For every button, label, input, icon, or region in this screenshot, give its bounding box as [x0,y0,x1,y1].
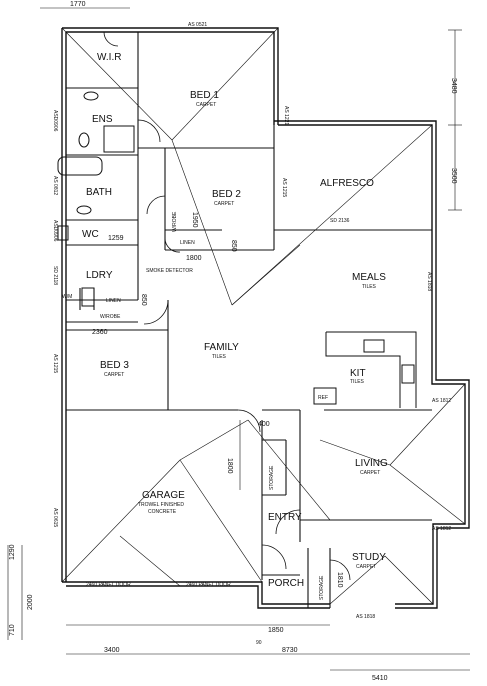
room-ens-label: ENS [92,114,113,125]
room-wir-label: W.I.R [97,52,121,63]
win-as1221: AS 1221 [283,106,289,125]
room-living-floor: CARPET [360,470,380,476]
room-bed3-label: BED 3 [100,360,129,371]
room-meals-floor: TILES [362,284,377,290]
room-bed2-floor: CARPET [214,201,234,207]
room-garage-label: GARAGE [142,490,185,501]
win-as1818: AS 1818 [426,272,432,291]
ref-label: REF [318,395,328,401]
win-as1215a: AS 1215 [281,178,287,197]
room-wm-label: W/M [62,294,72,300]
room-porch-label: PORCH [268,578,304,589]
dim-right-3480: 3480 [450,78,457,94]
dim-top-1770: 1770 [70,1,86,8]
dim-bottom-90: 90 [256,640,262,646]
room-bed3-floor: CARPET [104,372,124,378]
win-asd0906b: ASD0906 [52,220,58,242]
garage-door-2-label: 2460 PANEL DOOR [186,582,231,588]
dim-bottom-3400: 3400 [104,647,120,654]
dim-850-b: 850 [140,294,147,306]
room-linen1-label: LINEN [180,240,195,246]
dim-2360: 2360 [92,329,108,336]
dim-bottom-8730: 8730 [282,647,298,654]
room-study-floor: CARPET [356,564,376,570]
room-meals-label: MEALS [352,272,386,283]
dim-1259: 1259 [108,235,124,242]
room-living-label: LIVING [355,458,388,469]
dim-left-710: 710 [9,624,16,636]
win-sd2118: SD 2118 [52,266,58,285]
dim-400: 400 [258,421,270,428]
exterior-walls [61,27,470,609]
room-garage-floor-2: CONCRETE [148,509,177,515]
room-family-floor: TILES [212,354,227,360]
room-wrobe1-label: W/ROBE [100,314,121,320]
dim-1800-b: 1800 [226,458,233,474]
dim-left-1290: 1290 [9,544,16,560]
win-as0521: AS 0521 [188,22,207,28]
dim-left-2000: 2000 [27,594,34,610]
room-wc-label: WC [82,229,99,240]
win-as0615: AS 0615 [52,508,58,527]
room-family-label: FAMILY [204,342,239,353]
dim-1950: 1950 [191,212,198,228]
smoke-detector-label: SMOKE DETECTOR [146,268,193,274]
room-alfresco-label: ALFRESCO [320,178,374,189]
room-wrobe2-label: W/ROBE [172,211,178,232]
win-as1818b: AS 1818 [356,614,375,620]
dim-1810: 1810 [336,572,343,588]
roof-lines [61,27,466,605]
room-bath-label: BATH [86,187,112,198]
dim-1800-a: 1800 [186,255,202,262]
room-bed1-label: BED 1 [190,90,219,101]
dim-850-a: 850 [230,240,237,252]
room-bed2-label: BED 2 [212,189,241,200]
room-entry-label: ENTRY [268,512,302,523]
dimension-lines [7,7,470,671]
room-storage1-label: STORAGE [269,465,275,490]
room-study-label: STUDY [352,552,386,563]
garage-door-1-label: 2460 PANEL DOOR [86,582,131,588]
room-storage2-label: STORAGE [319,575,325,600]
win-as1812b: AS 1812 [432,526,451,532]
room-ldry-label: LDRY [86,270,113,281]
kitchen-bench [313,331,417,408]
interior-walls [66,32,432,608]
dim-bottom-1850: 1850 [268,627,284,634]
dim-bottom-5410: 5410 [372,675,388,682]
door-swings [103,31,351,581]
win-as1215b: AS 1215 [52,354,58,373]
win-asd0906a: ASD0906 [52,110,58,132]
dim-right-3500: 3500 [450,168,457,184]
room-kit-floor: TILES [350,379,365,385]
bath-fixtures [57,91,135,307]
win-as1812a: AS 1812 [432,398,451,404]
win-sd2136: SD 2136 [330,218,350,224]
room-bed1-floor: CARPET [196,102,216,108]
room-linen2-label: LINEN [106,298,121,304]
room-kit-label: KIT [350,368,366,379]
win-as0812: AS 0812 [52,176,58,195]
room-garage-floor-1: TROWEL FINISHED [138,502,184,508]
